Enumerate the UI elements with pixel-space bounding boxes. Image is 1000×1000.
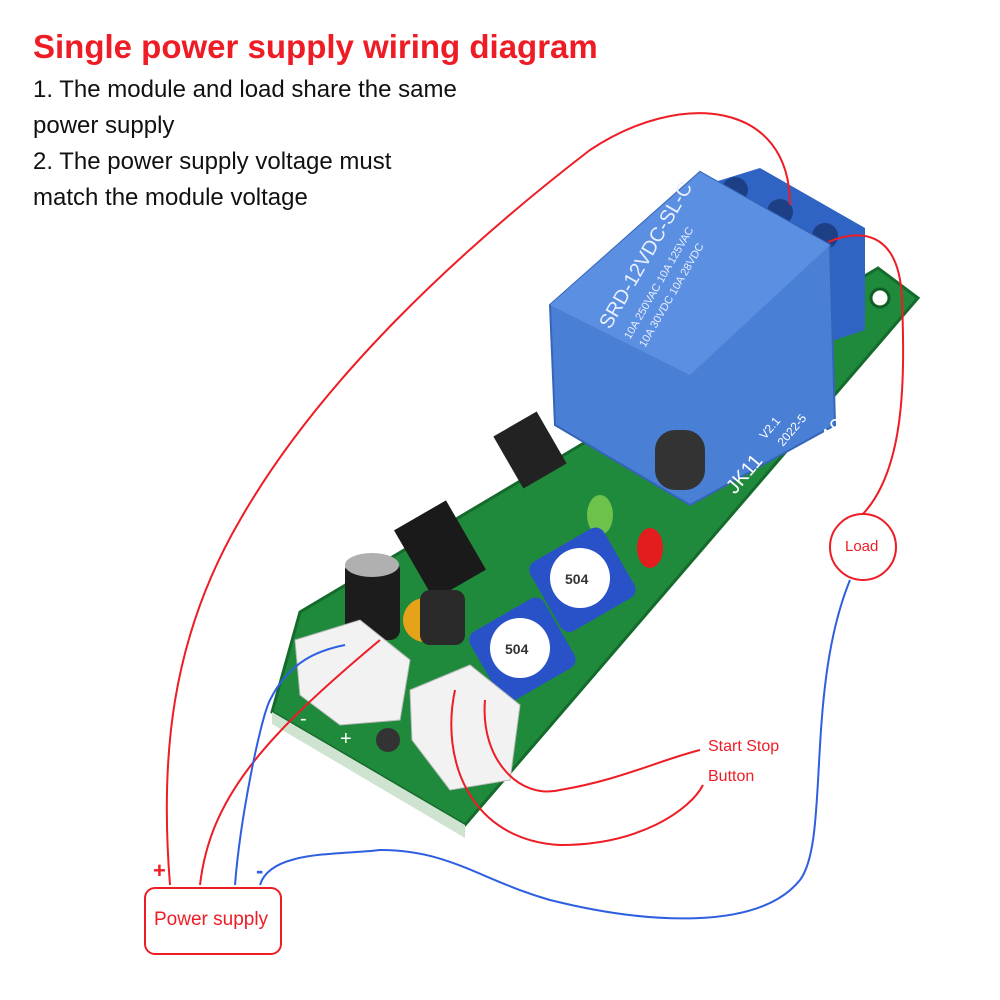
relay: SRD-12VDC-SL-C 10A 250VAC 10A 125VAC 10A…: [548, 168, 865, 507]
button-connector: [409, 664, 521, 791]
note-line-1: 1. The module and load share the same: [33, 76, 457, 103]
red-wire-button-2: [450, 689, 704, 847]
red-wire-relay-to-load: [827, 234, 905, 516]
red-wire-supply-to-module: [199, 639, 381, 886]
load-circle: [829, 513, 897, 581]
load-label: Load: [845, 538, 879, 555]
power-supply-box: [144, 887, 282, 955]
components: 504 504: [294, 411, 705, 791]
button-label-line-1: Start Stop: [708, 738, 780, 755]
red-wire-button-1: [483, 699, 701, 793]
note-line-3: 2. The power supply voltage must: [33, 148, 392, 175]
blue-wire-supply-to-load: [259, 579, 851, 920]
red-wire-supply-to-relay: [165, 112, 791, 886]
power-supply-label: Power supply: [154, 909, 269, 930]
potentiometer: 504: [529, 527, 636, 632]
potentiometer: 504: [469, 597, 576, 702]
power-connector: [294, 619, 411, 726]
pot-label-2: 504: [505, 641, 529, 657]
minus-sign: -: [256, 858, 264, 883]
note-line-2: power supply: [33, 112, 175, 139]
plus-sign: +: [153, 858, 166, 883]
button-label-line-2: Button: [708, 768, 755, 785]
board-plus-label: +: [340, 728, 352, 750]
blue-wire-supply-to-module: [234, 644, 346, 886]
note-line-4: match the module voltage: [33, 184, 308, 211]
diagram-title: Single power supply wiring diagram: [33, 28, 598, 65]
pot-label-1: 504: [565, 571, 589, 587]
board-minus-label: -: [300, 708, 307, 730]
